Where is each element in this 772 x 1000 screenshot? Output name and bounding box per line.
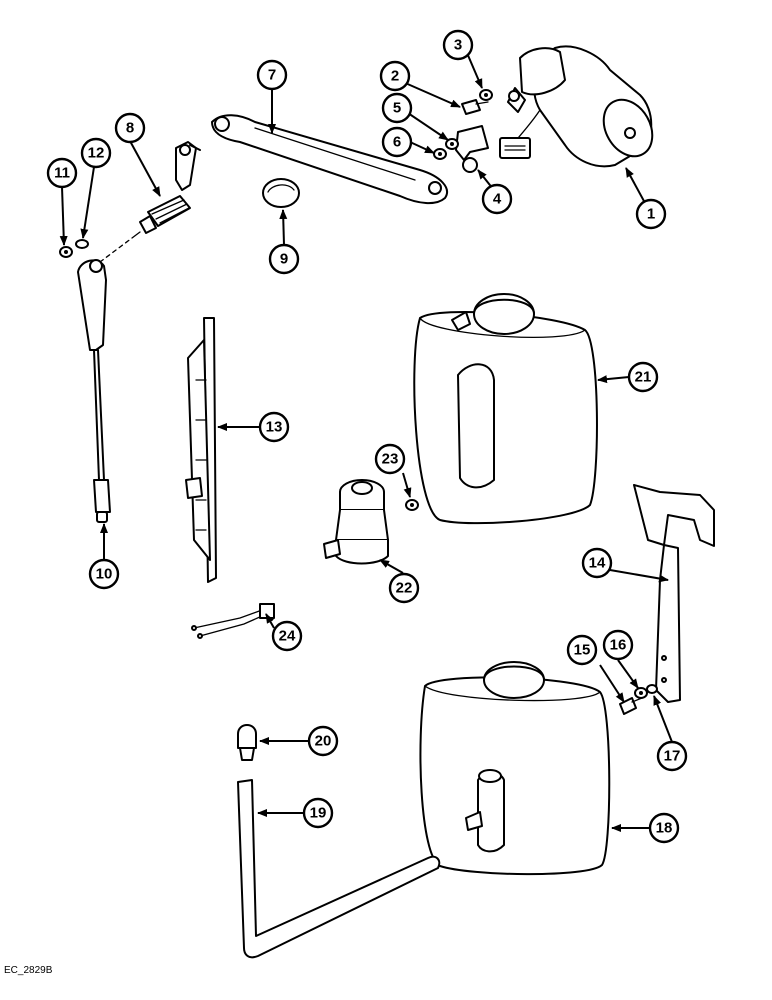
callout-3: 3 xyxy=(442,29,474,61)
callout-21: 21 xyxy=(627,361,659,393)
callout-2: 2 xyxy=(379,60,411,92)
callout-12: 12 xyxy=(80,137,112,169)
washer-23 xyxy=(405,499,419,511)
svg-text:23: 23 xyxy=(382,451,399,468)
svg-text:13: 13 xyxy=(266,419,283,436)
nut-16 xyxy=(634,687,648,699)
svg-text:18: 18 xyxy=(656,820,673,837)
svg-text:2: 2 xyxy=(391,68,399,85)
washer-reservoir-18 xyxy=(419,661,611,876)
nut-11 xyxy=(59,246,73,258)
washer-pump-22 xyxy=(323,479,389,565)
svg-text:22: 22 xyxy=(396,580,413,597)
figure-code: EC_2829B xyxy=(4,965,53,976)
svg-text:24: 24 xyxy=(279,628,296,645)
washer-17 xyxy=(646,684,658,694)
svg-text:9: 9 xyxy=(280,251,288,268)
wire-24 xyxy=(191,603,275,639)
callout-9: 9 xyxy=(268,243,300,275)
svg-text:14: 14 xyxy=(589,555,606,572)
wiper-linkage-arm xyxy=(211,114,448,204)
hose-19 xyxy=(237,779,441,959)
bracket-4 xyxy=(455,125,489,173)
svg-text:4: 4 xyxy=(493,191,502,208)
cap-9 xyxy=(262,178,300,208)
svg-text:20: 20 xyxy=(315,733,332,750)
callout-19: 19 xyxy=(302,797,334,829)
svg-text:15: 15 xyxy=(574,642,591,659)
wiper-blade-13 xyxy=(185,317,217,583)
callout-17: 17 xyxy=(656,740,688,772)
washer-12 xyxy=(75,239,89,249)
svg-text:21: 21 xyxy=(635,369,652,386)
callout-20: 20 xyxy=(307,725,339,757)
callout-6: 6 xyxy=(381,126,413,158)
callout-15: 15 xyxy=(566,634,598,666)
callout-23: 23 xyxy=(374,443,406,475)
callout-24: 24 xyxy=(271,620,303,652)
callout-7: 7 xyxy=(256,59,288,91)
callout-11: 11 xyxy=(46,157,78,189)
callout-8: 8 xyxy=(114,112,146,144)
callout-13: 13 xyxy=(258,411,290,443)
washer-reservoir-21 xyxy=(413,293,598,525)
mounting-bracket-14 xyxy=(633,484,715,703)
svg-text:16: 16 xyxy=(610,637,627,654)
svg-text:11: 11 xyxy=(54,165,70,182)
svg-text:10: 10 xyxy=(96,566,113,583)
nut-6 xyxy=(433,148,447,160)
svg-text:12: 12 xyxy=(88,145,105,162)
wiper-motor xyxy=(499,45,654,168)
svg-text:7: 7 xyxy=(268,67,276,84)
svg-text:6: 6 xyxy=(393,134,401,151)
callout-14: 14 xyxy=(581,547,613,579)
svg-text:3: 3 xyxy=(454,37,462,54)
callout-1: 1 xyxy=(635,198,667,230)
svg-text:5: 5 xyxy=(393,100,401,117)
nozzle-20 xyxy=(237,724,257,761)
washer-5 xyxy=(445,138,459,150)
bolt-2 xyxy=(461,99,489,115)
svg-text:8: 8 xyxy=(126,120,134,137)
callout-22: 22 xyxy=(388,572,420,604)
svg-text:17: 17 xyxy=(664,748,681,765)
nut-3 xyxy=(479,89,493,101)
wiper-spindle-8 xyxy=(99,141,201,263)
callout-4: 4 xyxy=(481,183,513,215)
callout-5: 5 xyxy=(381,92,413,124)
wiper-arm-10 xyxy=(77,259,111,523)
svg-text:1: 1 xyxy=(647,206,655,223)
callout-18: 18 xyxy=(648,812,680,844)
callout-10: 10 xyxy=(88,558,120,590)
svg-text:19: 19 xyxy=(310,805,327,822)
callout-16: 16 xyxy=(602,629,634,661)
